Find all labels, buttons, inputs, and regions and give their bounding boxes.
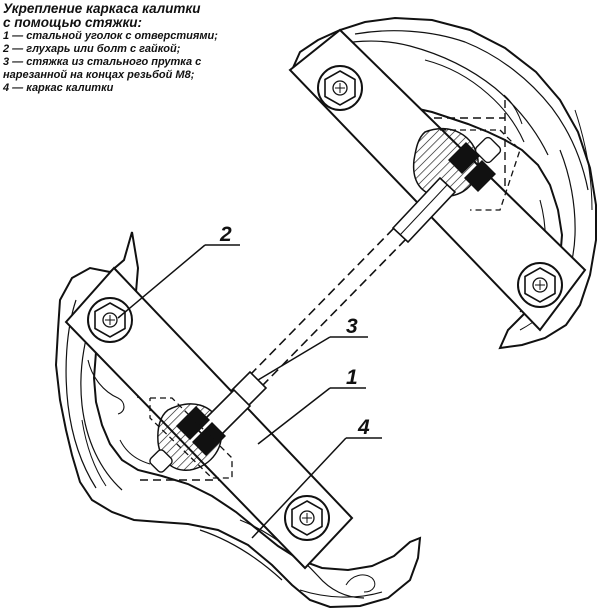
- upper-nut-1: [448, 142, 480, 174]
- lower-grain-3: [87, 359, 125, 415]
- upper-bolt-2: [517, 262, 563, 308]
- upper-steel-angle: [288, 28, 587, 332]
- legend-item-2: 2 — глухарь или болт с гайкой;: [3, 43, 181, 55]
- lower-grain-4: [119, 439, 151, 465]
- lower-grain-7: [299, 589, 383, 598]
- callout-1-leader: [257, 387, 331, 445]
- caption-title-line-1: Укрепление каркаса калитки: [3, 1, 201, 16]
- callout-4-leader: [251, 437, 347, 539]
- upper-rod-thread-line: [399, 184, 448, 236]
- upper-grain-7: [503, 94, 523, 125]
- lower-bolt-1: [87, 297, 133, 343]
- lower-grain-8: [345, 574, 376, 593]
- lower-grain-9: [81, 419, 107, 487]
- tie-rod-edge-2: [261, 236, 409, 387]
- callout-3-label: 3: [346, 315, 358, 338]
- lower-grain-6: [239, 519, 365, 599]
- tie-rod-edge-1: [249, 225, 397, 376]
- upper-hidden-fastener: [440, 129, 521, 211]
- caption-title-line-2: с помощью стяжки:: [3, 15, 143, 30]
- upper-grain-2: [354, 30, 589, 191]
- upper-nut-2: [464, 160, 496, 192]
- tie-rod: [249, 225, 409, 387]
- upper-nut-face: [474, 136, 502, 164]
- callout-1: 1: [257, 366, 366, 445]
- lower-nut-face: [149, 449, 173, 473]
- legend-item-1: 1 — стальной уголок с отверстиями;: [3, 30, 218, 42]
- lower-nut-2: [192, 422, 226, 456]
- lower-nut-1: [176, 406, 210, 440]
- callout-4-label: 4: [357, 416, 370, 439]
- lower-hidden-fastener: [149, 397, 233, 479]
- legend-item-3: 3 — стяжка из стального прутка с: [3, 56, 202, 68]
- callout-1-label: 1: [346, 366, 358, 389]
- callout-3: 3: [257, 315, 368, 381]
- callout-4: 4: [251, 416, 382, 539]
- upper-grain-3: [424, 59, 525, 143]
- callout-2: 2: [117, 223, 240, 319]
- lower-grain-5: [199, 529, 283, 581]
- lower-grain-2: [65, 299, 97, 489]
- upper-grain-1: [317, 40, 549, 156]
- legend-item-3-continued: нарезанной на концах резьбой М8;: [3, 69, 195, 81]
- caption: Укрепление каркаса калитки с помощью стя…: [3, 2, 293, 95]
- upper-bolt-1: [317, 65, 363, 111]
- callout-2-label: 2: [219, 223, 232, 246]
- legend-item-4: 4 — каркас калитки: [3, 82, 114, 94]
- upper-grain-6: [574, 109, 593, 211]
- lower-steel-angle: [64, 266, 354, 570]
- lower-bolt-2: [284, 495, 330, 541]
- lower-frame-outline: [54, 231, 422, 609]
- callout-3-leader: [257, 336, 331, 381]
- callout-2-leader: [117, 244, 206, 319]
